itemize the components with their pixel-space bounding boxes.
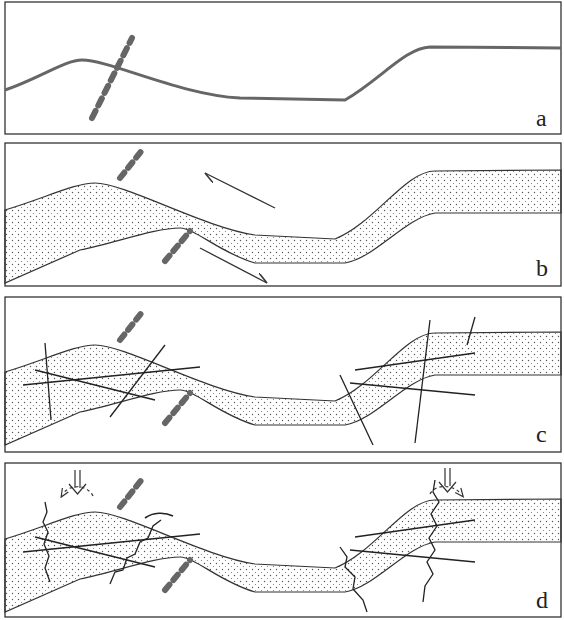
panel-letter: c — [536, 422, 547, 446]
panel-letter: b — [536, 256, 548, 280]
panel-letter: a — [536, 106, 547, 130]
panel-letter: d — [536, 588, 548, 612]
